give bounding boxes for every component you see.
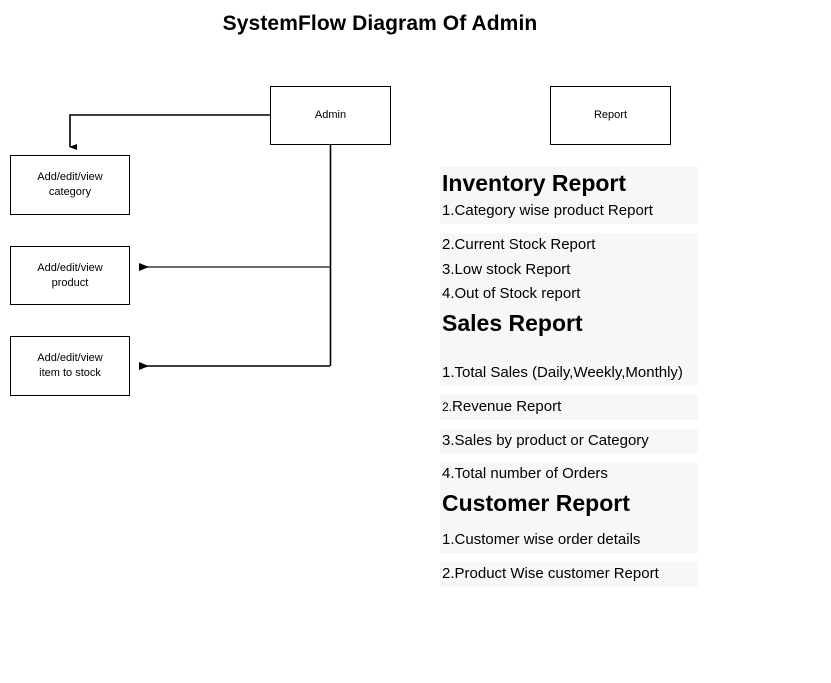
report-list-item: 1.Total Sales (Daily,Weekly,Monthly)	[440, 361, 698, 386]
report-item-number: 4.	[442, 465, 455, 483]
report-item-text: Customer wise order details	[454, 531, 641, 549]
node-product-label: Add/edit/view product	[37, 261, 103, 289]
report-item-text: Total number of Orders	[454, 465, 608, 483]
report-list-item: 1.Category wise product Report	[440, 199, 698, 224]
report-item-number: 2.	[442, 399, 453, 414]
report-list-item: 4.Total number of Orders	[440, 462, 698, 488]
report-section-heading: Sales Report	[440, 307, 698, 340]
node-admin[interactable]: Admin	[270, 86, 391, 145]
report-item-text: Revenue Report	[452, 397, 562, 415]
report-list-item: 4.Out of Stock report	[440, 282, 698, 308]
report-list-item: 2.Revenue Report	[440, 394, 698, 420]
spacer	[440, 552, 698, 562]
report-item-number: 2.	[442, 235, 455, 253]
report-list-item: 2.Current Stock Report	[440, 232, 698, 258]
report-item-number: 1.	[442, 531, 455, 549]
report-item-number: 1.	[442, 202, 455, 220]
report-item-number: 3.	[442, 431, 455, 449]
spacer	[440, 223, 698, 233]
report-item-text: Current Stock Report	[454, 235, 596, 253]
spacer	[440, 339, 698, 362]
spacer	[440, 453, 698, 463]
spacer	[440, 385, 698, 395]
spacer	[440, 519, 698, 529]
report-item-text: Category wise product Report	[454, 202, 653, 220]
report-item-text: Sales by product or Category	[454, 431, 649, 449]
report-item-number: 3.	[442, 260, 455, 278]
report-item-number: 1.	[442, 364, 455, 382]
node-report-label: Report	[593, 109, 628, 121]
node-category[interactable]: Add/edit/view category	[10, 155, 130, 215]
report-list-item: 1.Customer wise order details	[440, 528, 698, 553]
report-item-number: 4.	[442, 285, 455, 303]
report-section-heading: Inventory Report	[440, 167, 698, 200]
report-list-item: 3.Sales by product or Category	[440, 428, 698, 454]
report-item-text: Low stock Report	[454, 260, 571, 278]
report-item-text: Total Sales (Daily,Weekly,Monthly)	[454, 364, 683, 382]
report-list-item: 2.Product Wise customer Report	[440, 561, 698, 587]
node-admin-label: Admin	[314, 109, 347, 121]
report-item-text: Out of Stock report	[454, 285, 581, 303]
spacer	[440, 419, 698, 429]
node-category-label: Add/edit/view category	[37, 171, 103, 198]
node-stock-label: Add/edit/view item to stock	[37, 352, 103, 379]
node-report[interactable]: Report	[550, 86, 671, 145]
edge-admin-to-category	[69, 114, 270, 150]
page-title: SystemFlow Diagram Of Admin	[222, 12, 538, 35]
node-product[interactable]: Add/edit/view product	[10, 246, 130, 305]
report-item-number: 2.	[442, 564, 455, 582]
report-list-item: 3.Low stock Report	[440, 257, 698, 283]
report-item-text: Product Wise customer Report	[454, 564, 659, 582]
node-stock[interactable]: Add/edit/view item to stock	[10, 336, 130, 396]
report-section-heading: Customer Report	[440, 487, 698, 520]
